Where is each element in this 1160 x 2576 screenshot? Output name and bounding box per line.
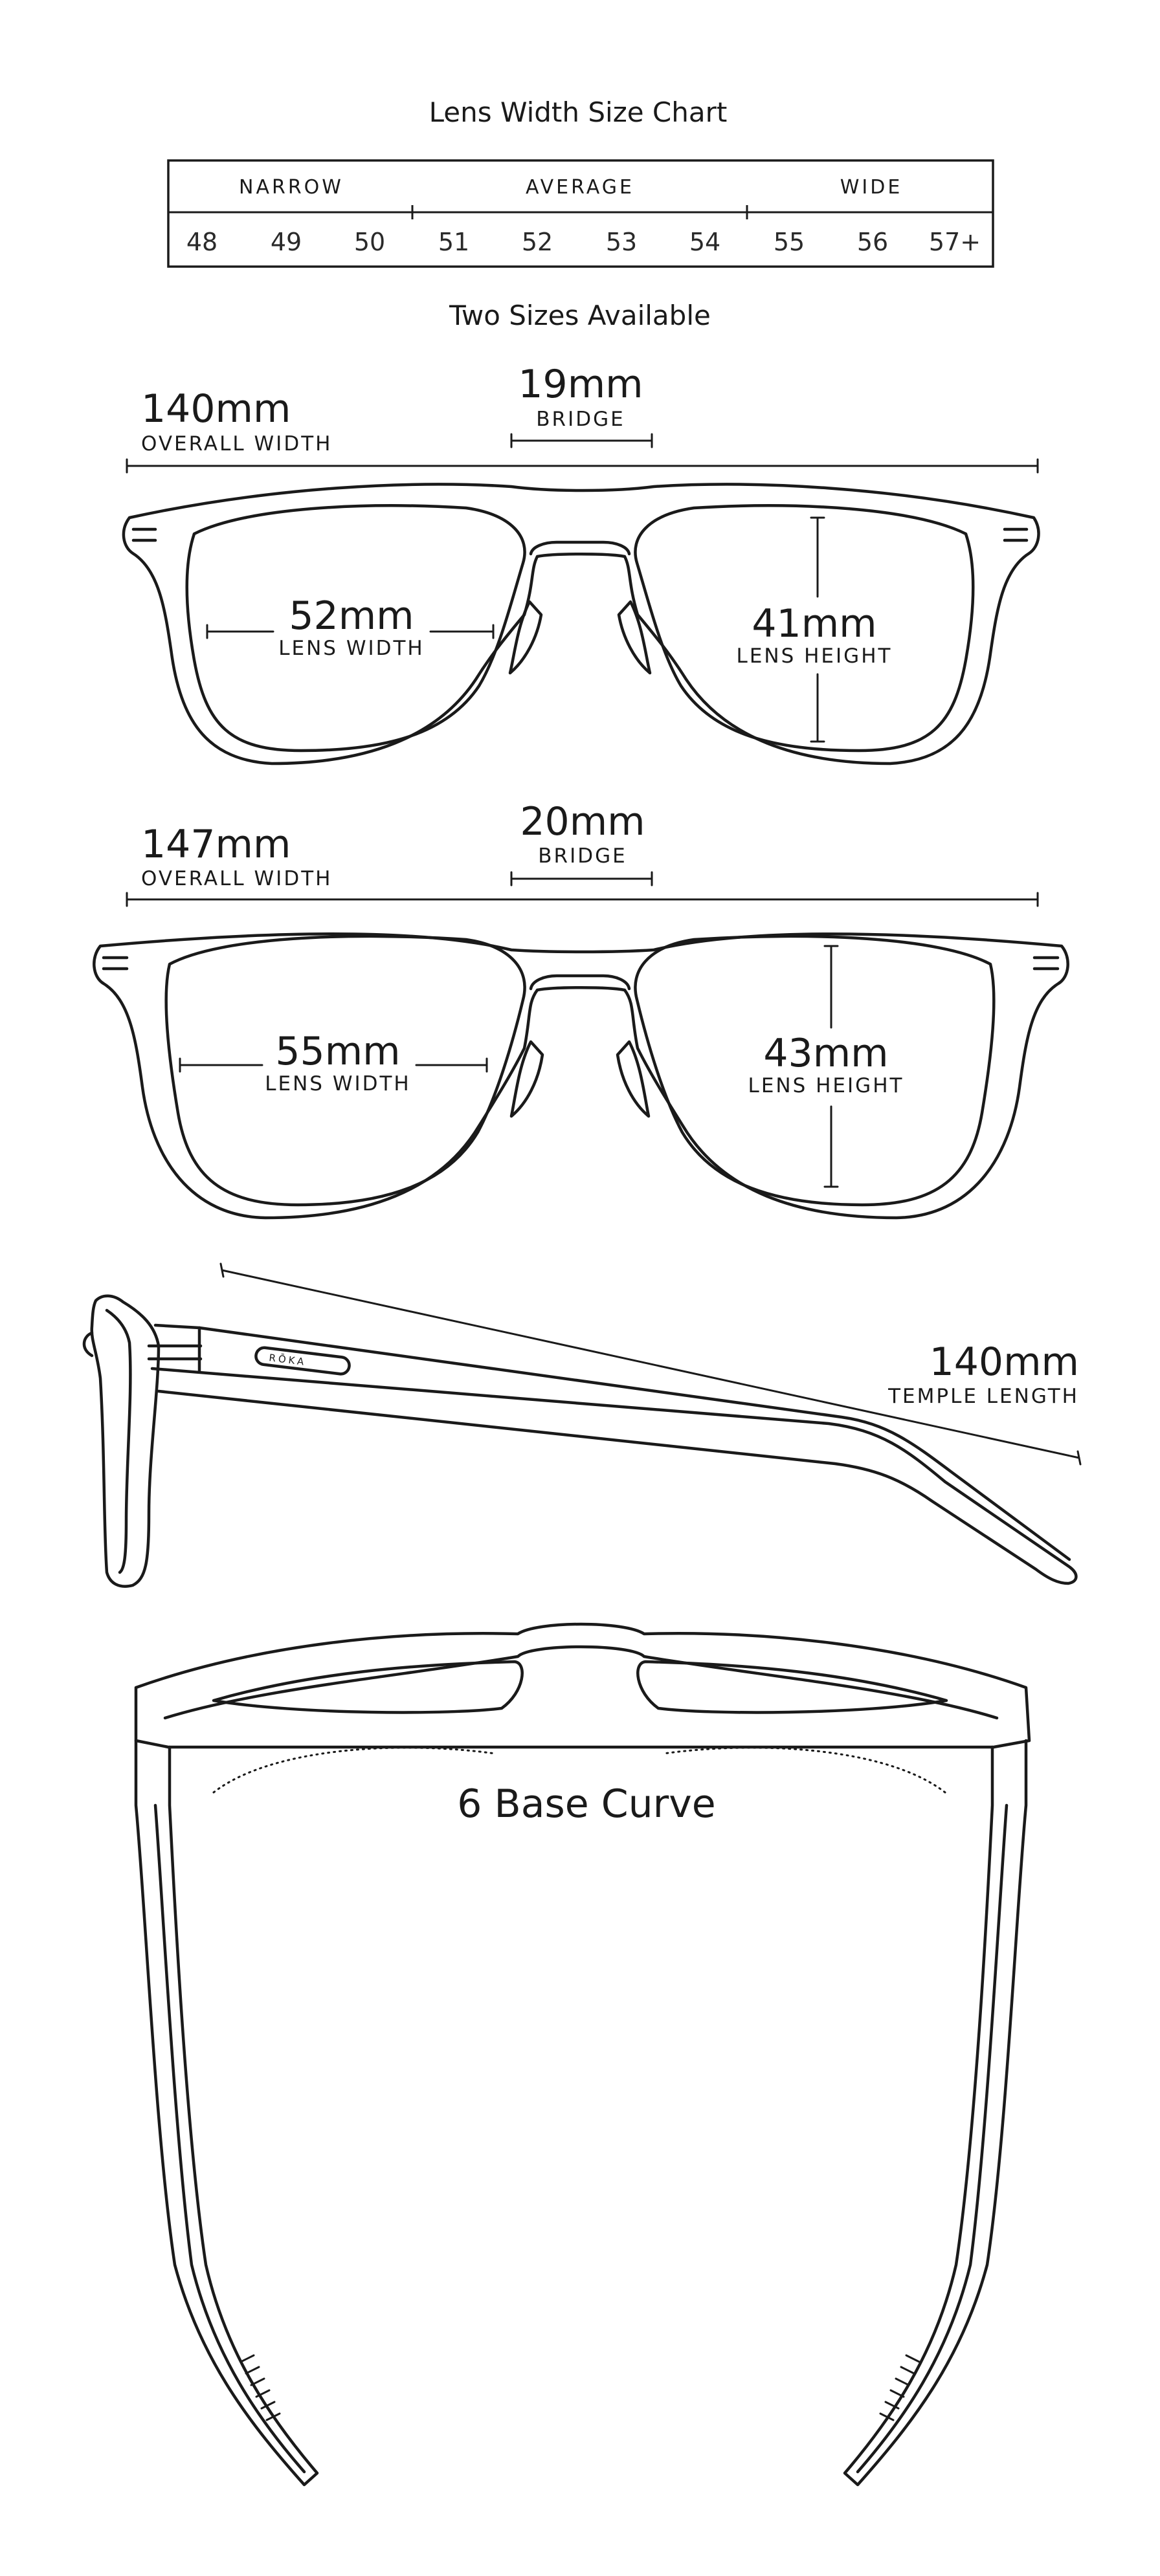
temple-length-dimension-line xyxy=(221,1269,1080,1459)
size-51: 51 xyxy=(438,228,469,256)
lens-width-size-chart: Lens Width Size Chart NARROW AVERAGE WID… xyxy=(167,96,994,331)
temple-length-value: 140mm xyxy=(930,1339,1079,1385)
bridge-label: BRIDGE xyxy=(538,844,627,868)
size-54: 54 xyxy=(689,228,720,256)
base-curve-arc-left xyxy=(212,1746,496,1794)
lens-height-value: 41mm xyxy=(752,601,876,646)
category-average: AVERAGE xyxy=(526,176,634,199)
side-frame-outline: RŌKA xyxy=(82,1294,1078,1588)
base-curve-label: 6 Base Curve xyxy=(457,1781,715,1827)
size-chart-table xyxy=(167,159,994,268)
temple-length-tick xyxy=(1076,1450,1082,1466)
size-53: 53 xyxy=(606,228,637,256)
side-view-temple: 140mm TEMPLE LENGTH RŌKA xyxy=(82,1262,1082,1588)
front-view-size-2: 147mm OVERALL WIDTH 20mm BRIDGE 55mm LEN… xyxy=(93,799,1069,1220)
bridge-value: 20mm xyxy=(520,799,645,844)
overall-width-label: OVERALL WIDTH xyxy=(141,432,332,456)
overall-width-value: 140mm xyxy=(141,386,291,432)
lens-width-value: 52mm xyxy=(289,593,414,639)
temple-length-label: TEMPLE LENGTH xyxy=(887,1385,1079,1408)
temple-length-tick xyxy=(219,1262,225,1278)
frame-outline xyxy=(93,932,1069,1220)
bridge-label: BRIDGE xyxy=(536,408,625,431)
size-52: 52 xyxy=(522,228,553,256)
size-55: 55 xyxy=(774,228,805,256)
size-50: 50 xyxy=(354,228,385,256)
two-sizes-subtitle: Two Sizes Available xyxy=(449,300,711,331)
top-view-base-curve: 6 Base Curve xyxy=(134,1622,1031,2487)
lens-height-label: LENS HEIGHT xyxy=(737,644,893,668)
base-curve-arc-right xyxy=(662,1746,946,1794)
lens-width-label: LENS WIDTH xyxy=(265,1072,411,1095)
size-49: 49 xyxy=(271,228,302,256)
lens-width-value: 55mm xyxy=(275,1029,400,1074)
lens-height-label: LENS HEIGHT xyxy=(748,1074,904,1097)
overall-width-label: OVERALL WIDTH xyxy=(141,867,332,890)
front-view-size-1: 140mm OVERALL WIDTH 19mm BRIDGE 52mm LEN… xyxy=(122,362,1040,765)
size-chart-title: Lens Width Size Chart xyxy=(429,96,728,128)
bridge-value: 19mm xyxy=(518,362,643,407)
size-57-plus: 57+ xyxy=(929,228,981,256)
frame-outline xyxy=(122,483,1040,765)
lens-height-value: 43mm xyxy=(763,1031,888,1076)
temple-logo-plate xyxy=(254,1346,351,1376)
category-narrow: NARROW xyxy=(239,176,344,199)
size-56: 56 xyxy=(857,228,888,256)
category-wide: WIDE xyxy=(840,176,903,199)
top-frame-outline xyxy=(134,1622,1031,2487)
lens-width-label: LENS WIDTH xyxy=(278,637,425,660)
size-48: 48 xyxy=(186,228,218,256)
overall-width-value: 147mm xyxy=(141,822,291,867)
